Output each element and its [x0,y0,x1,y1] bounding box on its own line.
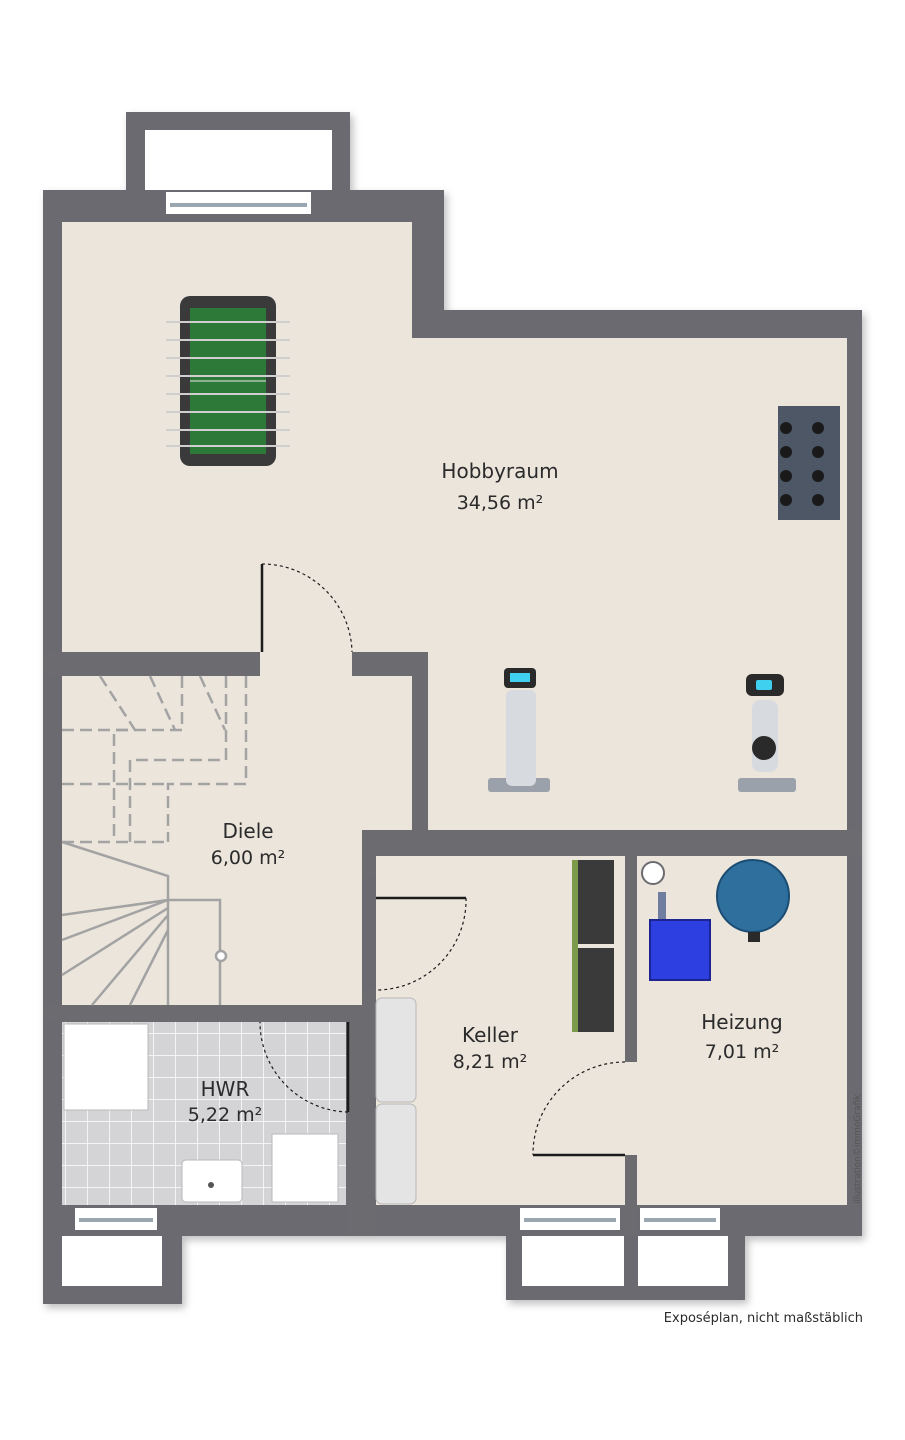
exercise-bike [738,674,796,792]
weight-rack [778,406,840,520]
bottle-crates [572,860,614,1032]
heating-equipment [641,859,790,981]
keller-floor [376,856,635,1205]
staircase [61,675,248,1006]
diele-floor [62,652,412,1205]
room-name-keller: Keller [462,1023,519,1047]
foosball-table [166,296,290,466]
room-area-keller: 8,21 m² [453,1051,527,1073]
room-name-hwr: HWR [201,1077,250,1101]
doors [259,563,626,1157]
room-labels: Hobbyraum 34,56 m² Diele 6,00 m² HWR 5,2… [188,459,783,1126]
room-name-hobbyraum: Hobbyraum [441,459,558,483]
plan-caption: Exposéplan, nicht maßstäblich [663,1311,863,1326]
room-area-diele: 6,00 m² [211,847,285,869]
interior-walls [43,652,862,1236]
bays [62,130,728,1286]
room-name-heizung: Heizung [701,1010,782,1034]
room-area-hobbyraum: 34,56 m² [457,492,544,514]
room-area-hwr: 5,22 m² [188,1104,262,1126]
credit-text: illustration©immoGrafik [853,1094,863,1204]
elliptical-trainer [488,668,550,792]
hwr-fixtures [63,1023,339,1203]
windows [75,192,720,1230]
room-area-heizung: 7,01 m² [705,1041,779,1063]
room-name-diele: Diele [222,819,273,843]
storage-shelf [375,997,417,1205]
